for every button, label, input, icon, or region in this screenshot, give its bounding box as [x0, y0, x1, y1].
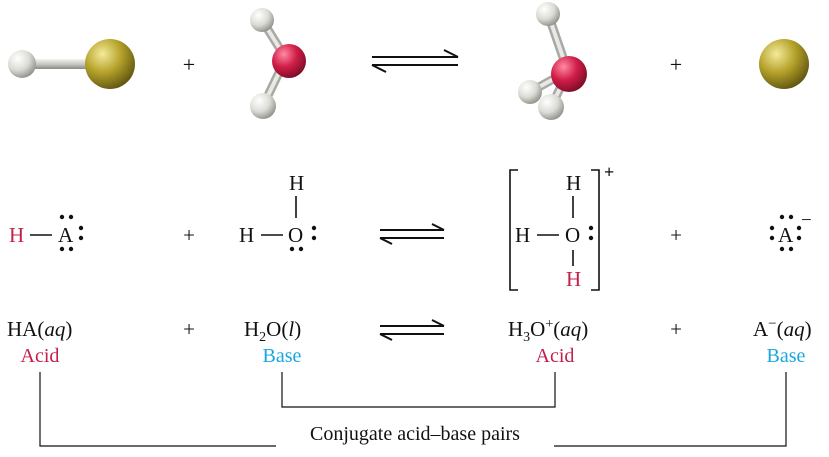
lewis-a: A: [58, 223, 74, 247]
anion-atom: [85, 39, 135, 89]
anion-model: [759, 39, 809, 89]
lone-pairs: [588, 225, 594, 241]
lewis-h-acidic: H: [9, 223, 24, 247]
conjugate-pair-bracket-inner: [281, 372, 556, 408]
oxygen-atom: [551, 56, 587, 92]
lone-pairs: [59, 214, 84, 252]
equilibrium-arrows-lewis: [379, 223, 445, 245]
equilibrium-arrows-model: [371, 49, 459, 73]
hydrogen-atom: [536, 2, 560, 26]
water-lewis-structure: H H O: [239, 171, 317, 252]
lewis-h: H: [566, 171, 581, 195]
plus-sign: +: [183, 223, 195, 247]
hydrogen-atom: [250, 93, 276, 119]
formula-h2o: H2O(l): [244, 317, 301, 345]
left-bracket: [509, 169, 518, 291]
equilibrium-arrows-equation: [379, 319, 445, 341]
role-base-product: Base: [767, 345, 806, 367]
hydronium-lewis-structure: + H H O H: [509, 162, 614, 291]
lone-pairs: [289, 225, 317, 252]
lewis-h: H: [239, 223, 254, 247]
plus-sign: +: [670, 52, 682, 77]
oxygen-atom: [272, 44, 306, 78]
caption-background: [276, 420, 554, 450]
lewis-a: A: [778, 223, 794, 247]
lewis-o: O: [288, 223, 303, 247]
hydronium-molecule-model: [518, 2, 587, 120]
role-base-reactant: Base: [263, 345, 302, 367]
formula-a-minus: A−(aq): [753, 316, 812, 341]
hydrogen-atom: [250, 8, 274, 32]
caption-conjugate-pairs: Conjugate acid–base pairs: [310, 423, 520, 445]
right-bracket: [591, 169, 600, 291]
formula-h3o: H3O+(aq): [508, 317, 588, 345]
plus-sign: +: [183, 52, 195, 77]
hydrogen-atom: [8, 50, 36, 78]
lone-pairs: [769, 214, 802, 252]
plus-sign: +: [183, 317, 195, 341]
anion-lewis-structure: A −: [769, 210, 812, 252]
charge-plus: +: [604, 162, 614, 182]
plus-sign: +: [670, 223, 682, 247]
plus-sign: +: [670, 317, 682, 341]
anion-atom: [759, 39, 809, 89]
ha-lewis-structure: H A: [9, 214, 84, 252]
formula-ha: HA(aq): [7, 317, 72, 341]
lewis-h: H: [289, 171, 304, 195]
lewis-h: H: [515, 223, 530, 247]
role-acid-product: Acid: [536, 345, 575, 367]
charge-minus: −: [801, 210, 812, 231]
lewis-h-transferred: H: [566, 267, 581, 291]
role-acid-reactant: Acid: [21, 345, 60, 367]
ha-molecule-model: [8, 39, 135, 89]
lewis-o: O: [565, 223, 580, 247]
water-molecule-model: [250, 8, 306, 119]
hydrogen-atom: [518, 80, 542, 104]
hydrogen-atom: [538, 94, 564, 120]
